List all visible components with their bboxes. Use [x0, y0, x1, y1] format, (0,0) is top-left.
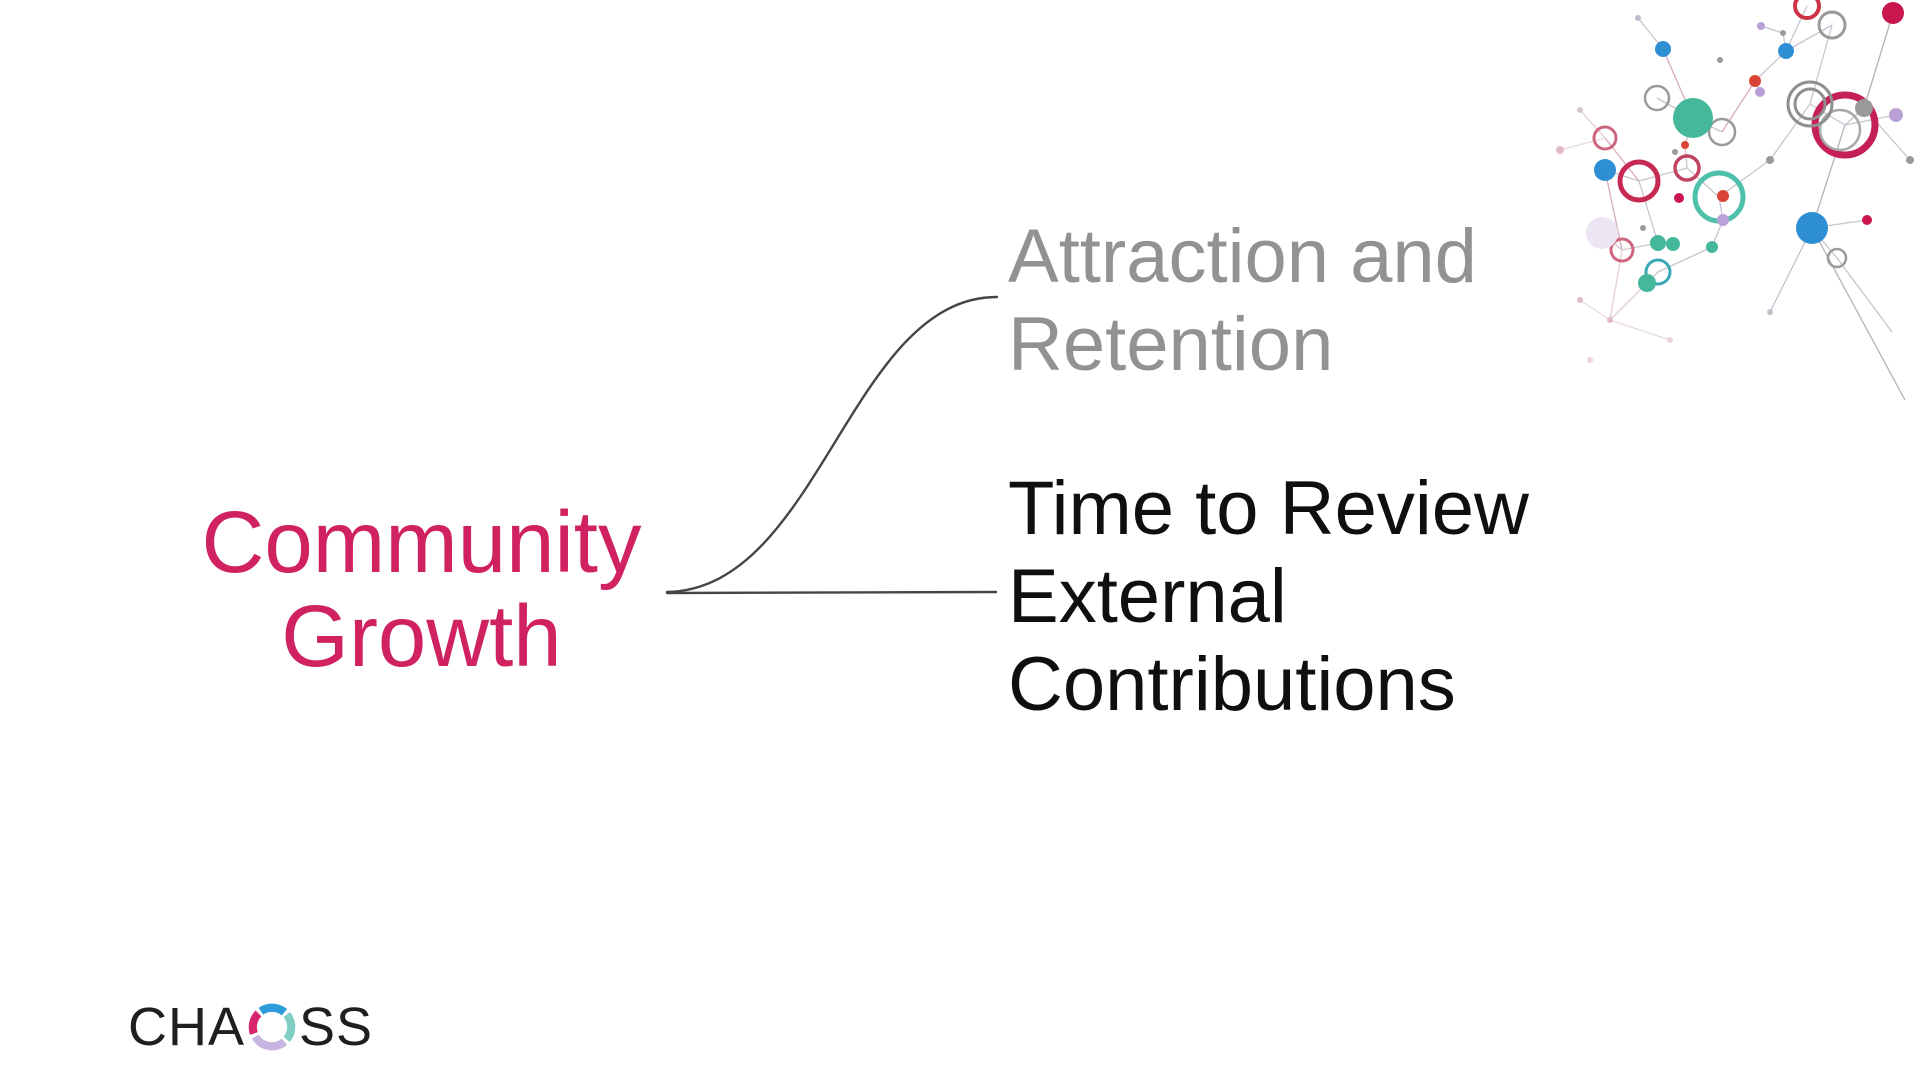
branch-ttr-line2: External: [1008, 554, 1287, 639]
branch-node-time-to-review: Time to Review External Contributions: [1008, 465, 1553, 729]
branch-attraction-line2: Retention: [1008, 302, 1334, 387]
chaoss-logo: CHA SS: [128, 996, 373, 1058]
branch-attraction-line1: Attraction and: [1008, 214, 1477, 299]
root-node-community-growth: Community Growth: [141, 496, 702, 684]
root-node-label-line1: Community: [201, 494, 642, 591]
network-nodes: [1556, 0, 1914, 363]
network-decoration: [1556, 0, 1914, 401]
chaoss-logo-text-right: SS: [299, 997, 374, 1057]
chaoss-logo-ring-icon: [248, 1003, 296, 1051]
connector-attraction-curve: [665, 295, 999, 594]
connector-time-to-review-line: [665, 590, 998, 595]
branch-node-attraction-retention: Attraction and Retention: [1008, 213, 1548, 389]
network-edges: [1559, 5, 1911, 401]
branch-ttr-line3: Contributions: [1008, 642, 1456, 727]
root-node-label-line2: Growth: [281, 588, 562, 685]
branch-ttr-line1: Time to Review: [1008, 466, 1529, 551]
chaoss-logo-text-left: CHA: [128, 997, 246, 1057]
